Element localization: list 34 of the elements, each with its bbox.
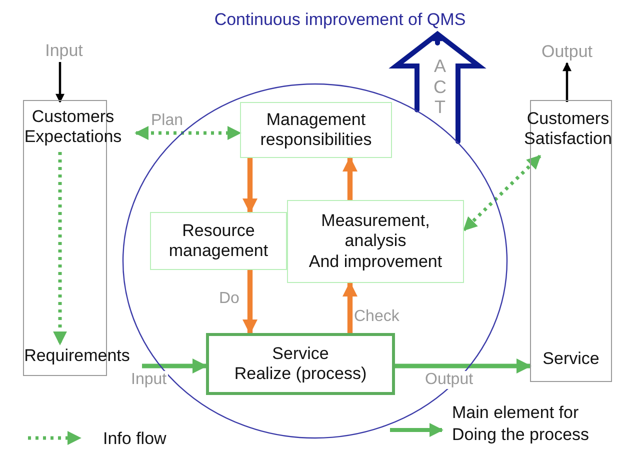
node-text: Resource management	[168, 220, 270, 262]
output-label: Output	[532, 41, 602, 63]
node-text: Customers Expectations	[10, 102, 136, 152]
dotted-arrow	[462, 154, 542, 232]
node-text: Realize (process)	[234, 364, 367, 384]
node-text: Measurement, analysis	[320, 210, 431, 252]
process-box	[206, 333, 395, 395]
node-text: Requirements	[12, 344, 142, 368]
edge-label: Output	[424, 371, 474, 389]
arrow	[56, 62, 64, 103]
dotted-arrow	[53, 152, 67, 346]
process-box	[287, 200, 464, 283]
node-text: Customers Satisfaction	[513, 102, 623, 156]
process-box	[240, 102, 392, 158]
heading: Continuous improvement of QMS	[185, 6, 495, 34]
arrow	[395, 358, 532, 374]
arrow	[342, 156, 358, 200]
arrow	[342, 282, 358, 333]
process-box	[150, 212, 287, 270]
input-label: Input	[40, 40, 88, 62]
block-arrow	[388, 30, 486, 144]
legend-text: Main element for Doing the process	[452, 402, 590, 446]
node-text: Service	[530, 346, 612, 372]
node-text: And improvement	[308, 252, 442, 272]
edge-label: Input	[130, 371, 168, 389]
legend-text: Info flow	[103, 428, 168, 450]
arrow	[142, 358, 208, 374]
arrow	[562, 62, 572, 102]
node-text: Service	[272, 344, 329, 364]
edge-label: ACT	[432, 56, 448, 118]
node-text: Management responsibilities	[259, 110, 373, 150]
arrow	[242, 270, 258, 334]
arrow	[242, 158, 258, 214]
dotted-arrow	[134, 126, 242, 140]
